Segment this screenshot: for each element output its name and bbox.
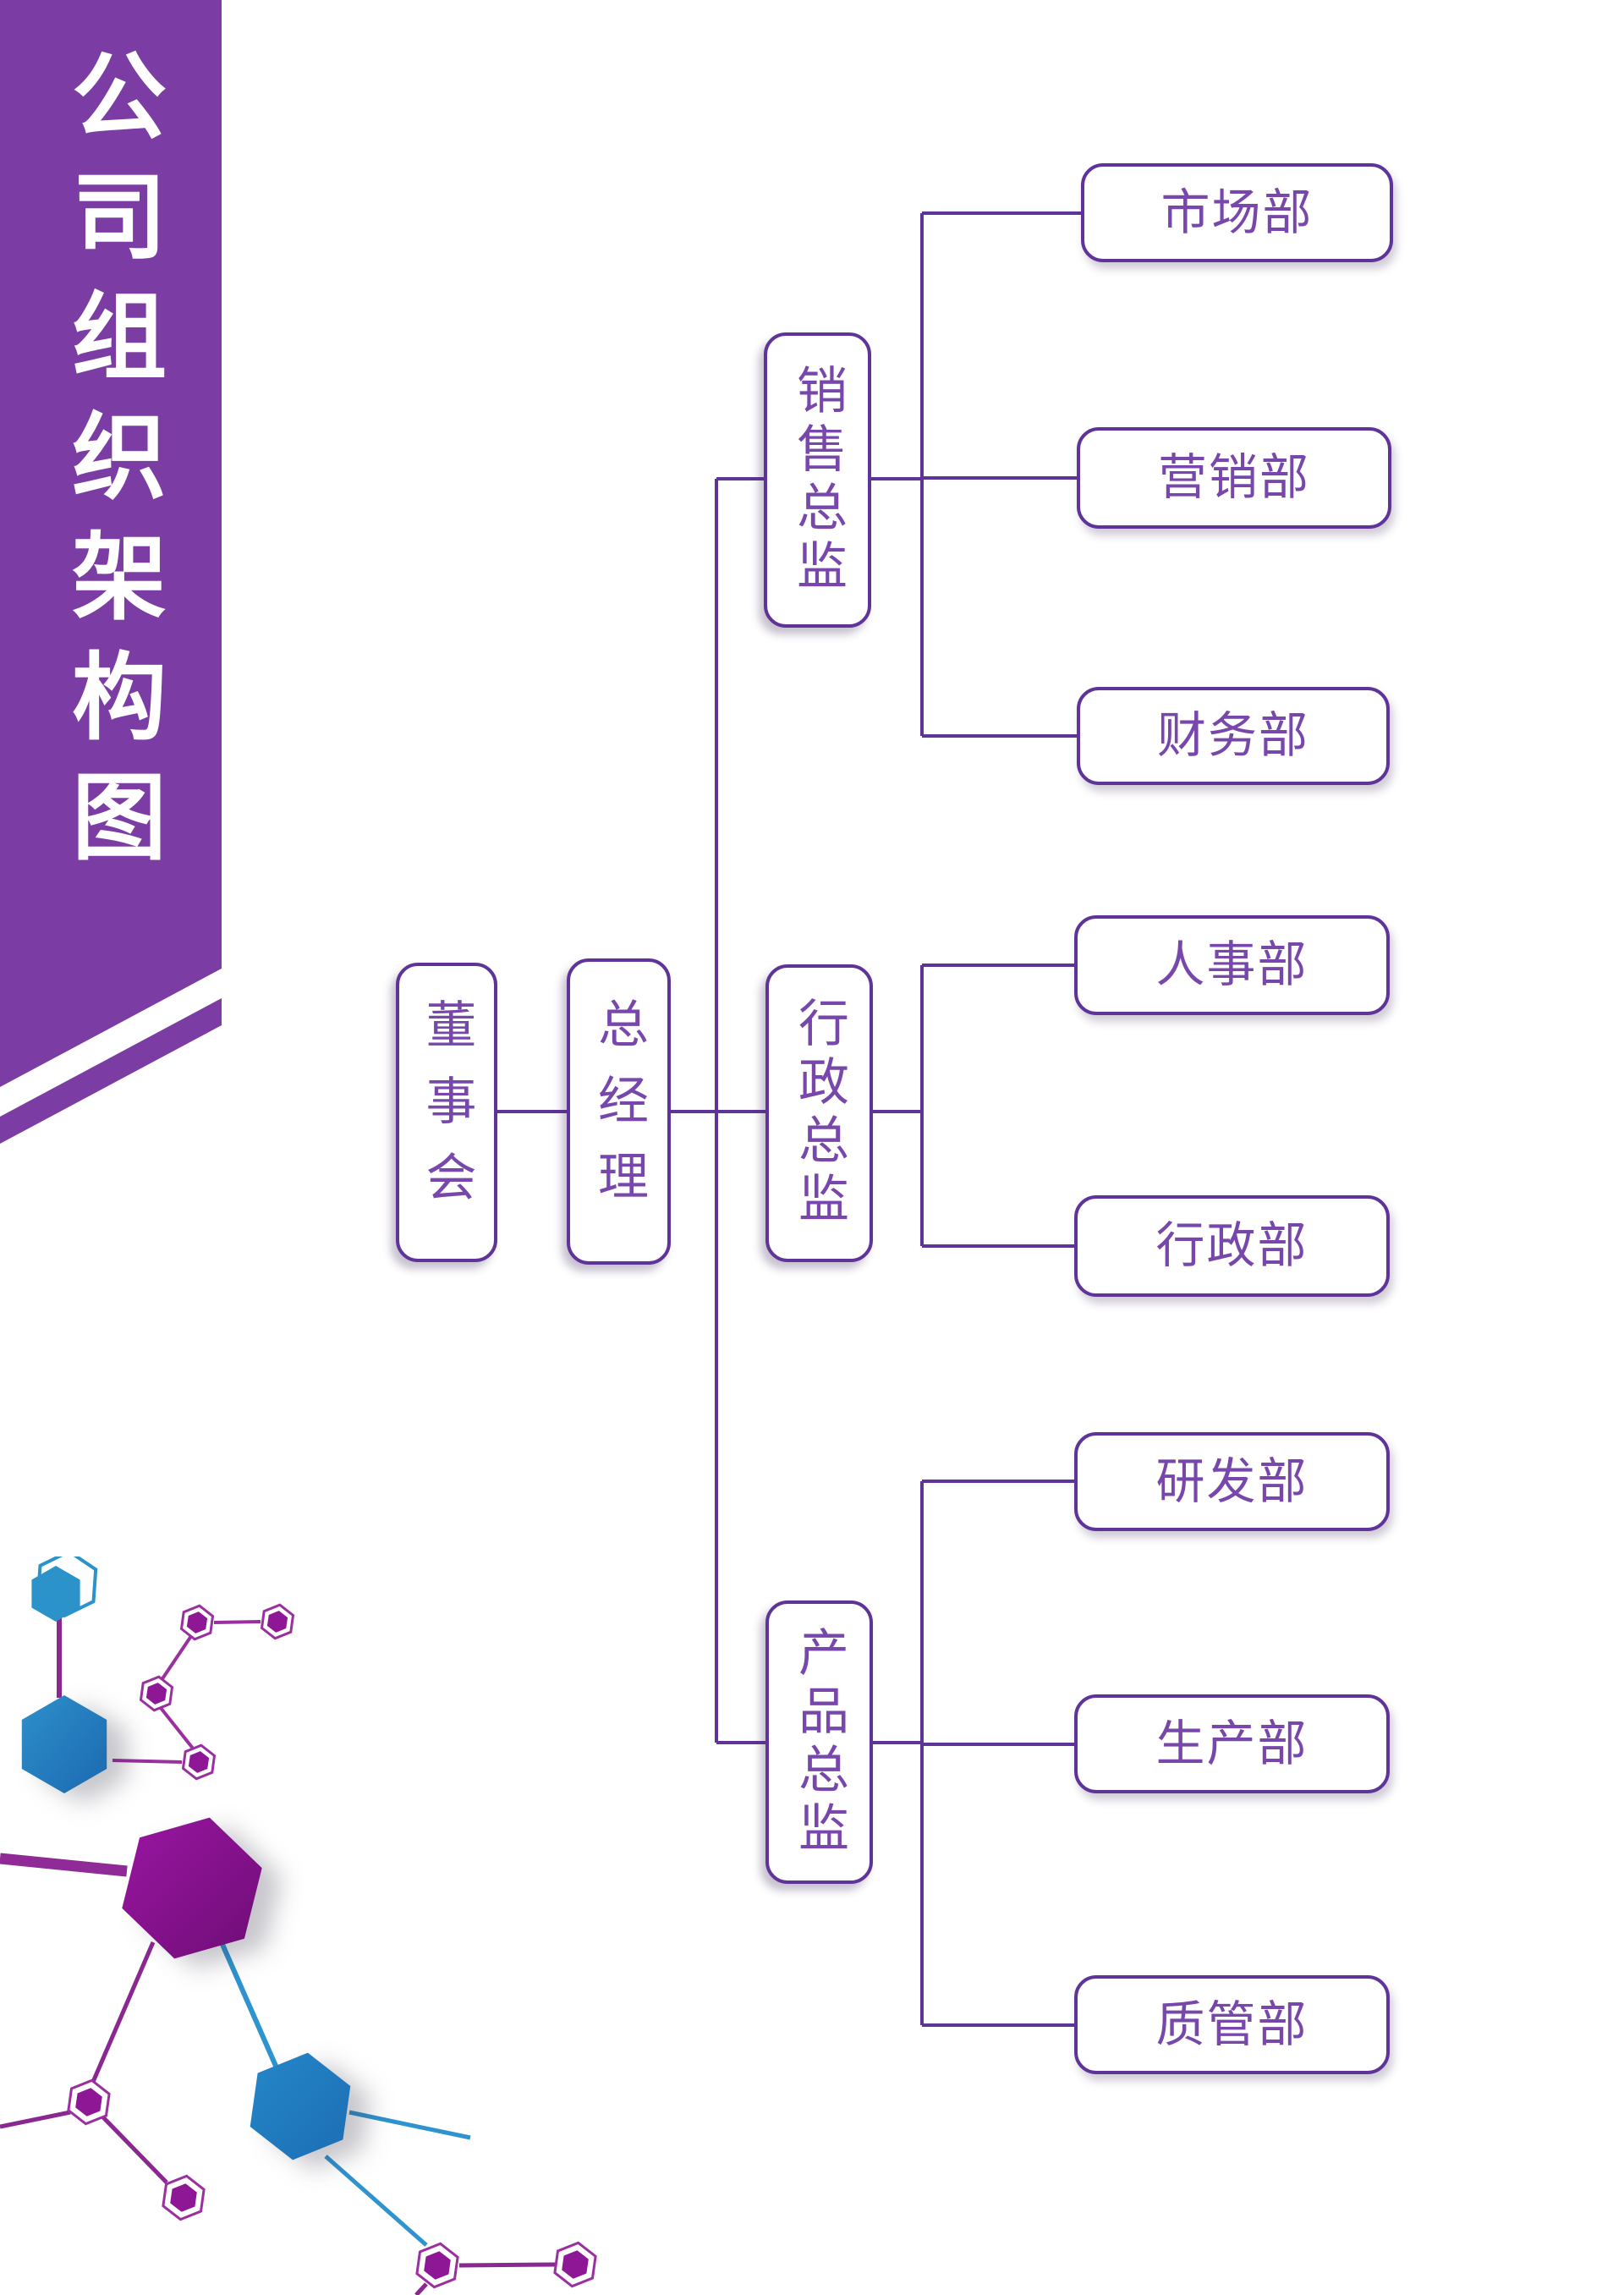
title-banner: 公司组织架构图 <box>0 0 222 1087</box>
org-node-finance-dept: 财务部 <box>1077 687 1390 785</box>
org-node-quality-dept: 质管部 <box>1074 1975 1390 2074</box>
page-title: 公司组织架构图 <box>58 47 164 887</box>
molecule-decoration <box>0 1557 597 2295</box>
org-node-product-director: 产品总监 <box>765 1600 873 1884</box>
org-node-board: 董事会 <box>396 963 497 1262</box>
org-node-marketing-dept: 市场部 <box>1081 163 1393 262</box>
org-node-general-manager: 总经理 <box>567 958 671 1265</box>
org-node-admin-dept: 行政部 <box>1074 1195 1390 1297</box>
org-node-rnd-dept: 研发部 <box>1074 1432 1390 1531</box>
org-node-production-dept: 生产部 <box>1074 1694 1390 1793</box>
org-node-hr-dept: 人事部 <box>1074 915 1390 1015</box>
org-node-admin-director: 行政总监 <box>765 964 873 1262</box>
org-node-sales-dept: 营销部 <box>1077 427 1391 529</box>
org-node-sales-director: 销售总监 <box>764 332 871 628</box>
